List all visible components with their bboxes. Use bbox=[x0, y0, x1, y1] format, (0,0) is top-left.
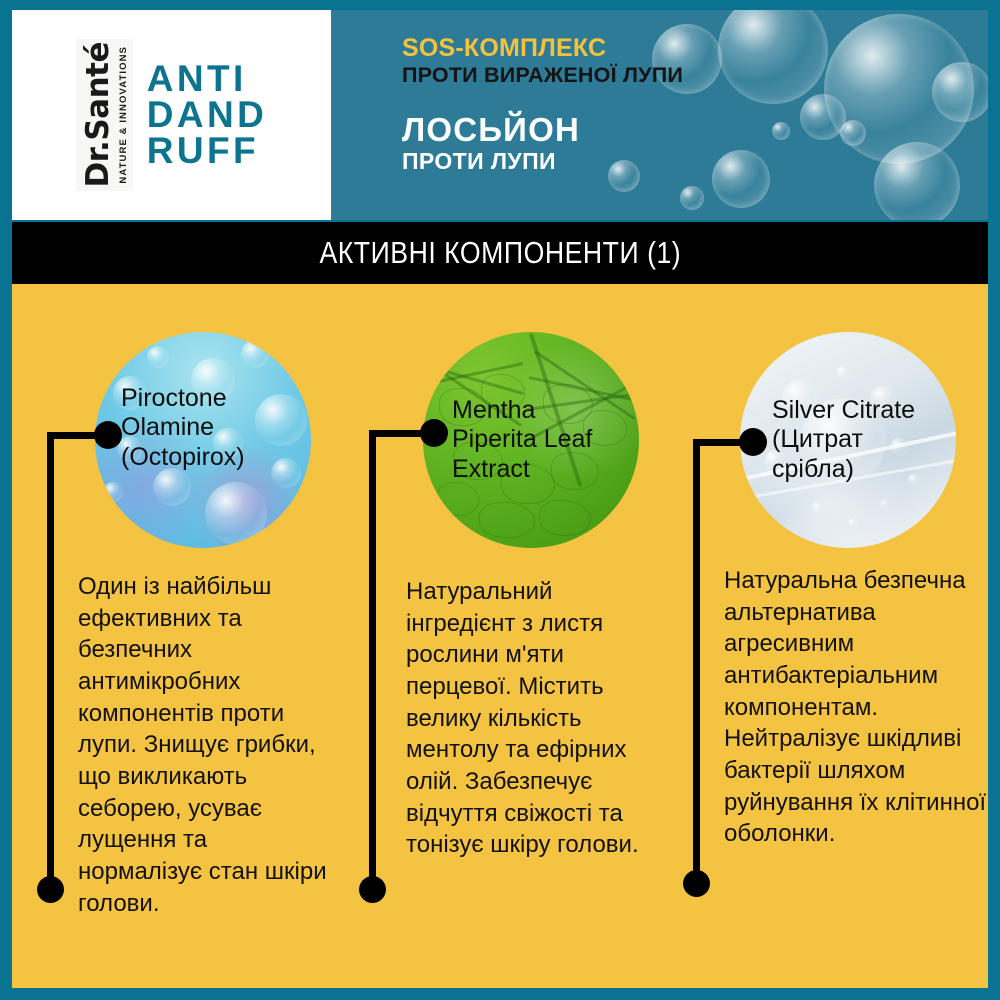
brand-logo-panel: Dr.Santé NATURE & INNOVATIONS ANTI DAND … bbox=[12, 10, 331, 220]
sos-complex-subtitle: ПРОТИ ВИРАЖЕНОЇ ЛУПИ bbox=[402, 62, 684, 87]
brand-tagline: NATURE & INNOVATIONS bbox=[117, 46, 129, 184]
dr-sante-logo: Dr.Santé NATURE & INNOVATIONS bbox=[75, 39, 133, 191]
header-banner: Dr.Santé NATURE & INNOVATIONS ANTI DAND … bbox=[12, 10, 988, 220]
ingredient-label-1: Piroctone Olamine (Octopirox) bbox=[121, 384, 245, 471]
ingredient-description-1: Один із найбільш ефективних та безпечних… bbox=[78, 573, 327, 917]
section-banner: АКТИВНІ КОМПОНЕНТИ (1) bbox=[12, 222, 988, 284]
sos-complex-title: SOS-КОМПЛЕКС bbox=[402, 34, 607, 62]
product-subtitle: ПРОТИ ЛУПИ bbox=[402, 148, 556, 175]
product-line-word-3: RUFF bbox=[146, 129, 259, 171]
content-area: Piroctone Olamine (Octopirox) bbox=[12, 284, 988, 988]
product-line-word-1: ANTI bbox=[146, 58, 247, 100]
brand-name: Dr.Santé bbox=[79, 42, 116, 188]
section-title: АКТИВНІ КОМПОНЕНТИ (1) bbox=[319, 235, 681, 270]
ingredient-description-2: Натуральний інгредієнт з листя рослини м… bbox=[406, 578, 639, 859]
ingredient-label-3: Silver Citrate (Цитрат срібла) bbox=[772, 396, 916, 483]
ingredient-description-3: Натуральна безпечна альтернатива агресив… bbox=[724, 567, 987, 848]
product-name: ЛОСЬЙОН bbox=[402, 111, 580, 149]
header-text-block: SOS-КОМПЛЕКС ПРОТИ ВИРАЖЕНОЇ ЛУПИ ЛОСЬЙО… bbox=[402, 34, 962, 175]
ingredient-label-2: Mentha Piperita Leaf Extract bbox=[452, 396, 593, 483]
product-line-logo: ANTI DAND RUFF bbox=[146, 58, 268, 171]
product-line-word-2: DAND bbox=[146, 94, 268, 136]
